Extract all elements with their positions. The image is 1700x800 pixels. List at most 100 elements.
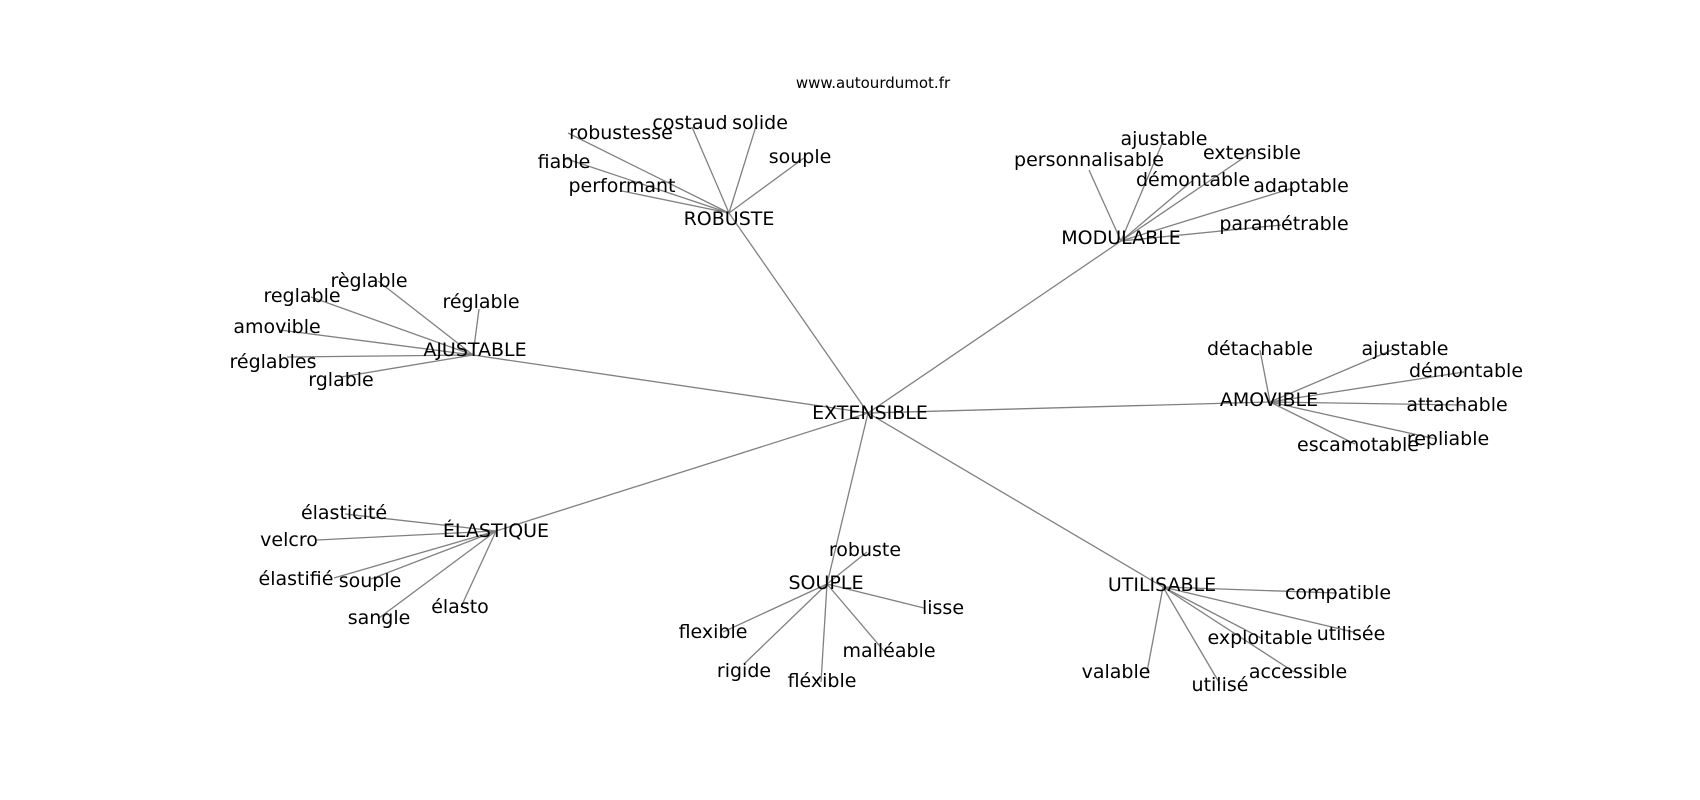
edge-amovible-0 bbox=[1259, 349, 1271, 403]
edge-ajustable-5 bbox=[340, 354, 474, 378]
leaf-word-souple-3[interactable]: malléable bbox=[842, 640, 935, 662]
edge-robuste-5 bbox=[621, 190, 730, 214]
leaf-word-souple-0[interactable]: robuste bbox=[829, 539, 901, 561]
edge-robuste-1 bbox=[691, 126, 730, 214]
leaf-word-utilisable-0[interactable]: compatible bbox=[1285, 582, 1391, 604]
leaf-word-elastique-5[interactable]: sangle bbox=[348, 607, 411, 629]
leaf-word-utilisable-3[interactable]: accessible bbox=[1249, 661, 1347, 683]
leaf-word-ajustable-4[interactable]: réglables bbox=[230, 351, 317, 373]
leaf-word-utilisable-5[interactable]: utilisé bbox=[1192, 674, 1249, 696]
leaf-word-souple-5[interactable]: fléxible bbox=[788, 670, 857, 692]
edge-utilisable-5 bbox=[1162, 586, 1221, 685]
leaf-word-elastique-0[interactable]: élasticité bbox=[301, 502, 387, 524]
leaf-word-utilisable-1[interactable]: utilisée bbox=[1317, 623, 1386, 645]
edge-amovible-2 bbox=[1269, 371, 1465, 403]
edge-elastique-2 bbox=[333, 530, 497, 579]
edge-souple-1 bbox=[826, 583, 925, 609]
leaf-word-amovible-0[interactable]: détachable bbox=[1207, 338, 1313, 360]
edge-modulable-1 bbox=[1120, 151, 1253, 242]
edge-elastique-1 bbox=[316, 530, 497, 541]
leaf-word-amovible-1[interactable]: ajustable bbox=[1362, 338, 1449, 360]
edge-souple-4 bbox=[743, 583, 828, 665]
edge-ajustable-1 bbox=[310, 296, 474, 356]
edge-modulable-4 bbox=[1120, 187, 1294, 242]
edge-center-amovible bbox=[867, 401, 1271, 414]
edge-souple-3 bbox=[826, 583, 885, 652]
hub-word-modulable[interactable]: MODULABLE bbox=[1061, 227, 1181, 249]
leaf-word-souple-4[interactable]: rigide bbox=[717, 660, 771, 682]
edge-elastique-0 bbox=[344, 513, 497, 532]
edge-amovible-3 bbox=[1269, 401, 1465, 406]
leaf-word-ajustable-3[interactable]: amovible bbox=[233, 316, 320, 338]
edge-ajustable-4 bbox=[286, 354, 474, 358]
leaf-word-amovible-3[interactable]: attachable bbox=[1406, 394, 1507, 416]
edge-center-souple bbox=[826, 412, 869, 585]
leaf-word-robuste-1[interactable]: costaud bbox=[652, 112, 727, 134]
leaf-word-modulable-3[interactable]: démontable bbox=[1136, 169, 1250, 191]
leaf-word-utilisable-4[interactable]: valable bbox=[1082, 661, 1151, 683]
edge-elastique-3 bbox=[370, 530, 497, 580]
edge-center-ajustable bbox=[472, 354, 869, 414]
edge-amovible-1 bbox=[1269, 349, 1393, 403]
leaf-word-robuste-0[interactable]: robustesse bbox=[569, 122, 673, 144]
edge-souple-2 bbox=[722, 583, 828, 633]
hub-word-ajustable[interactable]: AJUSTABLE bbox=[423, 339, 526, 361]
hub-word-amovible[interactable]: AMOVIBLE bbox=[1220, 389, 1318, 411]
leaf-word-elastique-2[interactable]: élastifié bbox=[259, 568, 334, 590]
leaf-word-modulable-1[interactable]: extensible bbox=[1203, 142, 1301, 164]
edge-ajustable-3 bbox=[279, 329, 474, 356]
edge-modulable-5 bbox=[1120, 224, 1282, 242]
edge-utilisable-3 bbox=[1162, 586, 1295, 673]
edge-modulable-2 bbox=[1088, 169, 1122, 242]
hub-word-elastique[interactable]: ÉLASTIQUE bbox=[443, 519, 549, 542]
edge-utilisable-0 bbox=[1162, 586, 1338, 594]
edge-center-robuste bbox=[728, 212, 869, 414]
leaf-word-elastique-4[interactable]: élasto bbox=[431, 596, 489, 618]
hub-word-utilisable[interactable]: UTILISABLE bbox=[1108, 574, 1216, 596]
leaf-word-ajustable-1[interactable]: reglable bbox=[263, 285, 340, 307]
edge-elastique-5 bbox=[378, 530, 497, 619]
hub-word-souple[interactable]: SOUPLE bbox=[789, 572, 864, 594]
edge-amovible-5 bbox=[1269, 401, 1356, 445]
edge-robuste-2 bbox=[728, 122, 758, 214]
center-word-extensible[interactable]: EXTENSIBLE bbox=[812, 402, 928, 424]
edge-utilisable-1 bbox=[1162, 586, 1354, 633]
edge-center-modulable bbox=[867, 240, 1122, 414]
site-url: www.autourdumot.fr bbox=[796, 74, 951, 92]
leaf-word-robuste-3[interactable]: fiable bbox=[538, 151, 591, 173]
leaf-word-modulable-5[interactable]: paramétrable bbox=[1219, 213, 1348, 235]
edge-robuste-3 bbox=[563, 157, 730, 214]
edge-utilisable-2 bbox=[1162, 586, 1262, 639]
edge-souple-0 bbox=[826, 551, 868, 585]
edge-amovible-4 bbox=[1269, 401, 1437, 440]
leaf-word-ajustable-5[interactable]: rglable bbox=[308, 369, 374, 391]
leaf-word-robuste-2[interactable]: solide bbox=[732, 112, 788, 134]
edge-elastique-4 bbox=[460, 530, 497, 608]
edge-center-elastique bbox=[495, 412, 869, 532]
labels-layer: www.autourdumot.fr EXTENSIBLE ROBUSTE robu… bbox=[230, 74, 1524, 696]
leaf-word-ajustable-0[interactable]: règlable bbox=[330, 270, 407, 292]
leaf-word-souple-1[interactable]: lisse bbox=[922, 597, 964, 619]
edge-ajustable-0 bbox=[377, 280, 474, 356]
hub-word-robuste[interactable]: ROBUSTE bbox=[684, 208, 775, 230]
edge-robuste-4 bbox=[728, 157, 805, 214]
leaf-word-amovible-5[interactable]: escamotable bbox=[1297, 434, 1419, 456]
edge-modulable-0 bbox=[1120, 138, 1165, 242]
leaf-word-utilisable-2[interactable]: exploitable bbox=[1208, 627, 1313, 649]
leaf-word-elastique-3[interactable]: souple bbox=[339, 570, 402, 592]
leaf-word-modulable-2[interactable]: personnalisable bbox=[1014, 149, 1164, 171]
edges-layer bbox=[279, 122, 1465, 685]
edge-ajustable-2 bbox=[472, 308, 480, 356]
leaf-word-elastique-1[interactable]: velcro bbox=[260, 529, 318, 551]
leaf-word-amovible-4[interactable]: repliable bbox=[1407, 428, 1489, 450]
leaf-word-ajustable-2[interactable]: réglable bbox=[442, 291, 519, 313]
edge-center-utilisable bbox=[867, 412, 1164, 588]
leaf-word-souple-2[interactable]: flexible bbox=[679, 621, 748, 643]
leaf-word-modulable-0[interactable]: ajustable bbox=[1121, 128, 1208, 150]
leaf-word-amovible-2[interactable]: démontable bbox=[1409, 360, 1523, 382]
edge-robuste-0 bbox=[567, 132, 730, 214]
leaf-word-modulable-4[interactable]: adaptable bbox=[1253, 175, 1349, 197]
leaf-word-robuste-4[interactable]: souple bbox=[769, 146, 832, 168]
leaf-word-robuste-5[interactable]: performant bbox=[569, 175, 676, 197]
